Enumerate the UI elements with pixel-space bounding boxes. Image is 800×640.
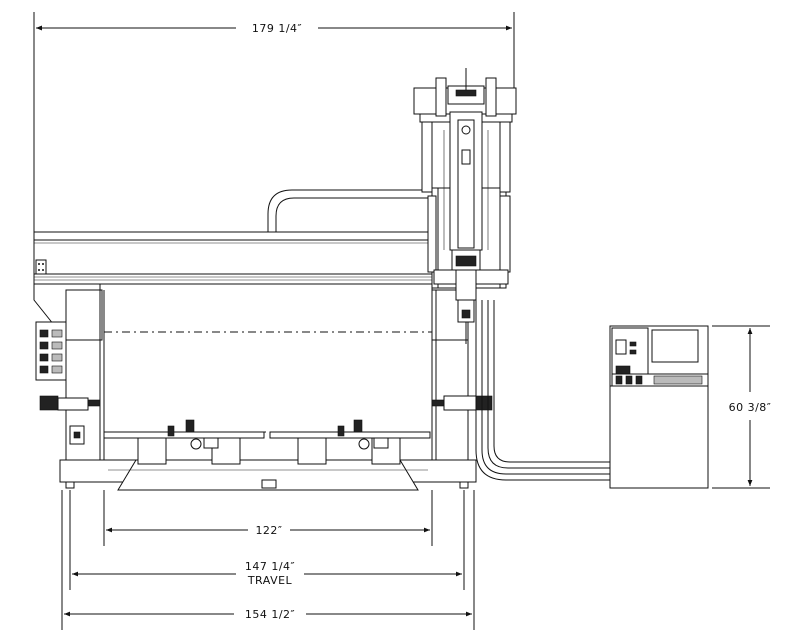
extension-lines (61, 490, 475, 630)
table-base (59, 331, 477, 491)
gantry-beam (33, 231, 433, 285)
z-axis-tower (413, 68, 517, 251)
travel-width-label: 147 1/4″ (245, 560, 295, 573)
travel-dimension: 147 1/4″ TRAVEL (72, 560, 462, 587)
left-pop-up-stop (39, 395, 101, 411)
vacuum-clamp-left (167, 419, 219, 450)
right-pop-up-stop (431, 395, 493, 411)
height-label: 60 3/8″ (729, 401, 772, 414)
height-dimension: 60 3/8″ (712, 325, 772, 489)
overall-width-dimension: 179 1/4″ (33, 12, 515, 232)
vacuum-clamp-right (337, 419, 389, 450)
overall-width-label: 179 1/4″ (252, 22, 302, 35)
control-cabinet (609, 325, 709, 489)
left-junction-box (69, 425, 85, 445)
left-end-frame (33, 283, 109, 489)
left-valve-panel (35, 321, 67, 381)
inner-width-label: 122″ (255, 524, 282, 537)
spindle (451, 249, 481, 344)
table-rails (103, 419, 431, 465)
base-width-label: 154 1/2″ (245, 608, 295, 621)
cable-loop (267, 189, 432, 232)
inner-width-dimension: 122″ (106, 524, 430, 537)
cable-bundle (475, 300, 610, 481)
base-width-dimension: 154 1/2″ (64, 608, 472, 621)
travel-label: TRAVEL (247, 574, 293, 587)
